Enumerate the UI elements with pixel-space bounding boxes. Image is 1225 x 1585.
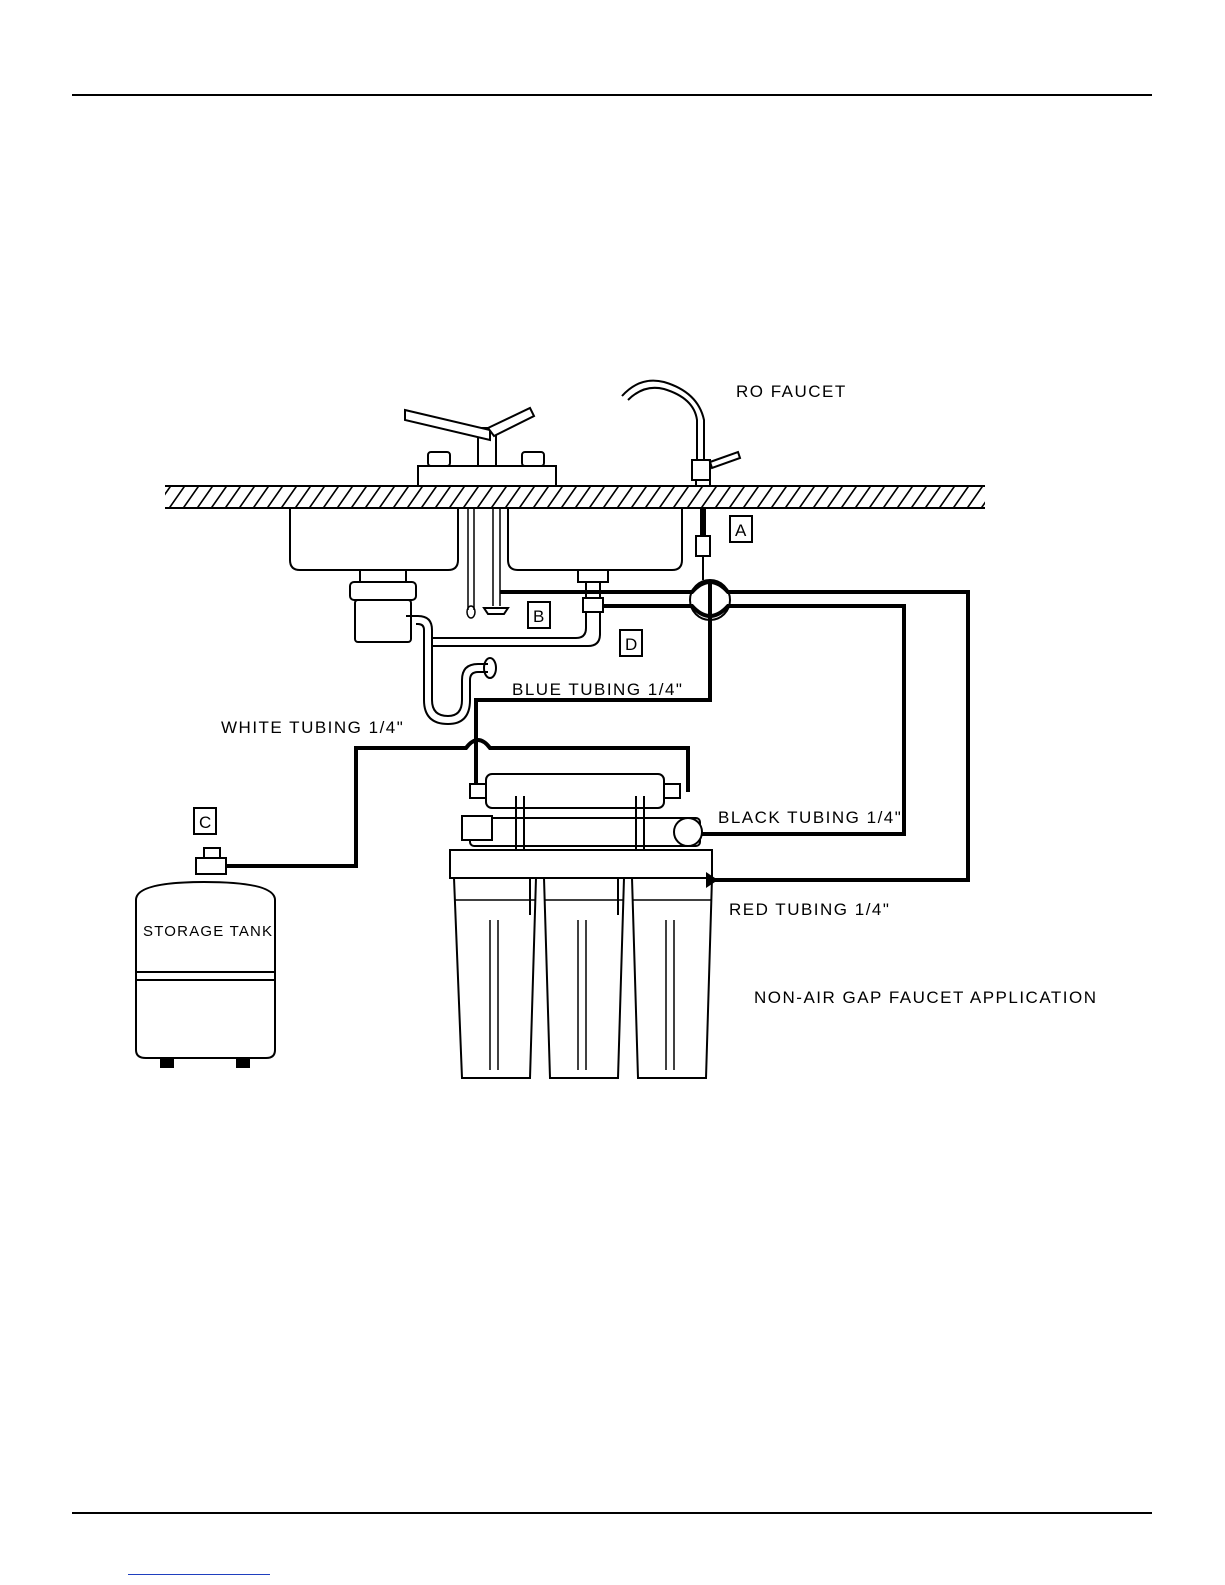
countertop <box>165 486 985 508</box>
red-tubing-label: RED TUBING 1/4" <box>729 900 890 919</box>
storage-tank-label: STORAGE TANK <box>143 923 273 940</box>
callout-c: C <box>194 808 216 834</box>
black-tubing-label: BLACK TUBING 1/4" <box>718 808 902 827</box>
ro-filter-unit <box>450 774 718 1078</box>
application-caption: NON-AIR GAP FAUCET APPLICATION <box>754 988 1098 1007</box>
svg-text:C: C <box>199 813 211 832</box>
ro-faucet-label: RO FAUCET <box>736 382 847 401</box>
callout-a: A <box>730 516 752 542</box>
svg-text:A: A <box>735 521 747 540</box>
drain-tailpiece <box>432 570 608 646</box>
supply-pipes <box>467 508 508 618</box>
svg-text:B: B <box>533 607 544 626</box>
kitchen-faucet <box>405 408 556 486</box>
callout-b: B <box>528 602 550 628</box>
sink-basins <box>290 508 682 570</box>
storage-tank: STORAGE TANK <box>136 848 275 1068</box>
white-tubing-label: WHITE TUBING 1/4" <box>221 718 404 737</box>
callout-d: D <box>620 630 642 656</box>
blue-tubing-label: BLUE TUBING 1/4" <box>512 680 683 699</box>
svg-text:D: D <box>625 635 637 654</box>
